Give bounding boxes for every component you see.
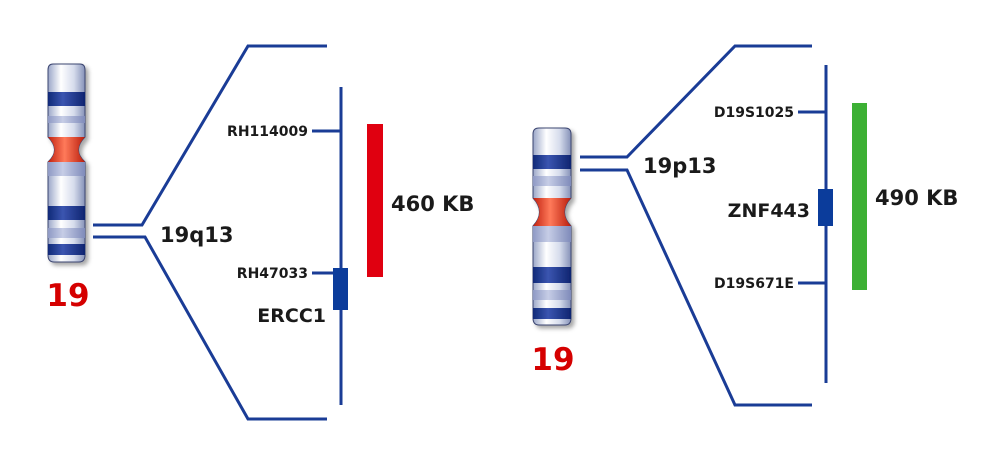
- left-size-label: 460 KB: [391, 192, 474, 216]
- left-chromosome-band: [48, 228, 85, 238]
- left-connector-lower: [93, 237, 327, 419]
- left-marker-label: RH47033: [237, 266, 308, 282]
- right-size-label: 490 KB: [875, 186, 958, 210]
- right-marker-label: D19S1025: [714, 105, 794, 121]
- left-panel: 19 19q13 RH114009 RH47033 ERCC1 460 KB: [46, 46, 474, 419]
- right-gene-locus: [818, 189, 833, 226]
- left-chromosome-label: 19: [46, 278, 89, 314]
- right-chromosome-band: [533, 226, 571, 242]
- right-panel: 19 19p13 D19S1025 D19S671E ZNF443 490 KB: [531, 46, 958, 405]
- right-zoom-connector: [580, 46, 812, 405]
- right-centromere: [533, 198, 571, 226]
- right-marker-label: D19S671E: [714, 276, 794, 292]
- left-gene-label: ERCC1: [257, 305, 326, 327]
- right-chromosome-band: [533, 308, 571, 319]
- left-centromere: [48, 137, 85, 162]
- left-chromosome-band: [48, 206, 85, 220]
- left-region-label: 19q13: [160, 223, 233, 247]
- right-gene-label: ZNF443: [728, 200, 810, 222]
- left-size-bar: [367, 124, 383, 277]
- left-chromosome-band: [48, 244, 85, 255]
- right-chromosome-band: [533, 155, 571, 169]
- left-chromosome-band: [48, 162, 85, 176]
- right-chromosome-band: [533, 176, 571, 186]
- left-marker-label: RH114009: [227, 124, 308, 140]
- right-chromosome-label: 19: [531, 342, 574, 378]
- right-size-bar: [852, 103, 867, 290]
- right-chromosome-band: [533, 267, 571, 283]
- left-chromosome-ideogram: [48, 64, 85, 262]
- right-chromosome-band: [533, 290, 571, 300]
- left-chromosome-band: [48, 92, 85, 106]
- right-region-label: 19p13: [643, 154, 716, 178]
- right-chromosome-ideogram: [533, 128, 571, 325]
- left-chromosome-band: [48, 116, 85, 123]
- right-connector-upper: [580, 46, 812, 157]
- left-gene-locus: [333, 268, 348, 310]
